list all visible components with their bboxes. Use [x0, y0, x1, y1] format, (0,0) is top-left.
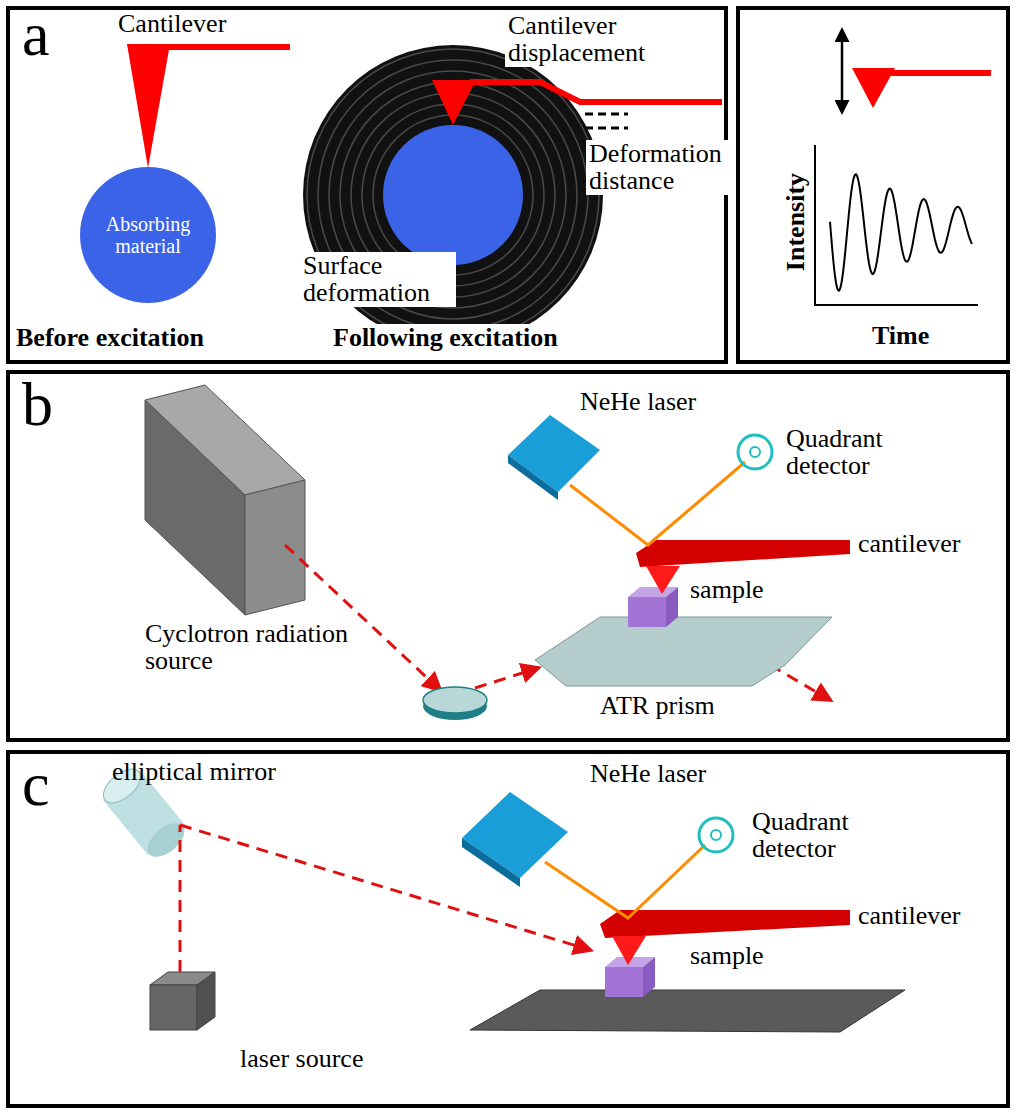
quadrant-detector: [738, 435, 772, 469]
laser-source: [197, 972, 215, 1030]
absorbing-material: [383, 125, 523, 265]
part-label: Cyclotron radiation source: [145, 620, 385, 675]
part-label: Deformation distance: [586, 140, 730, 195]
cantilever-oscillating: [852, 68, 991, 108]
deformation-rings: [373, 115, 533, 275]
laser-source: [150, 985, 197, 1030]
damped-wave: [830, 174, 972, 290]
panel-frame: [8, 752, 1008, 1106]
sample: [605, 957, 655, 997]
part-label: Time: [872, 322, 929, 349]
laser-beam: [545, 845, 705, 918]
part-label: sample: [690, 576, 764, 603]
part-label: Cantilever: [118, 10, 226, 37]
part-label: cantilever: [858, 902, 961, 929]
part-label: Following excitation: [330, 324, 561, 351]
sample: [628, 587, 678, 627]
cantilever-displaced: [432, 80, 722, 125]
panel-letter: b: [22, 372, 53, 437]
stage: [470, 990, 905, 1032]
part-label: Surface deformation: [300, 252, 456, 307]
cantilever-before: [127, 44, 290, 168]
laser-beam-red: [179, 825, 182, 972]
elliptical-mirror: [141, 817, 190, 864]
panel-frame: [738, 8, 1008, 362]
part-label: cantilever: [858, 530, 961, 557]
panel-letter: a: [22, 2, 50, 67]
axes: [815, 145, 978, 305]
atr-prism: [535, 617, 832, 686]
absorbing-circle: Absorbing material: [80, 167, 216, 303]
cantilever-displaced: [432, 80, 476, 125]
nehe-laser: [508, 415, 600, 500]
cantilever: [612, 936, 646, 965]
deformation-marker: [585, 127, 628, 130]
damped-wave: [830, 174, 972, 290]
mirror: [423, 687, 487, 720]
mirror: [423, 687, 487, 713]
nehe-laser: [508, 455, 558, 500]
cantilever-oscillating: [852, 68, 895, 108]
part-label: Quadrant detector: [786, 425, 916, 480]
panel-frame: [8, 372, 1008, 740]
part-label: Quadrant detector: [752, 808, 882, 863]
sample: [643, 957, 655, 997]
quadrant-detector: [750, 447, 760, 457]
nehe-laser: [462, 792, 568, 887]
quadrant-detector: [699, 818, 733, 852]
part-label: NeHe laser: [590, 760, 706, 787]
cyclotron-source: [145, 385, 305, 615]
panel-frame: [8, 8, 1008, 1106]
part-label: Cantilever displacement: [505, 12, 681, 67]
axis-label: Intensity: [782, 173, 809, 271]
node-label: Absorbing material: [93, 213, 203, 257]
cantilever: [636, 540, 850, 567]
ir-beam: [475, 668, 538, 688]
deformation-marker: [585, 114, 628, 128]
part-label: elliptical mirror: [112, 758, 276, 785]
part-label: ATR prism: [600, 692, 715, 719]
cantilever-before: [127, 44, 170, 168]
sample: [605, 967, 643, 997]
laser-source: [150, 972, 215, 1030]
cantilever: [600, 910, 850, 938]
double-arrow: [841, 30, 844, 112]
cyclotron-source: [145, 400, 245, 615]
part-label: NeHe laser: [580, 388, 696, 415]
part-label: Before excitation: [16, 324, 204, 351]
cantilever-displaced: [470, 82, 722, 102]
panel-letter: c: [22, 752, 50, 817]
laser-beam: [570, 462, 745, 545]
part-label: sample: [690, 942, 764, 969]
part-label: laser source: [240, 1045, 363, 1072]
nehe-laser: [508, 415, 600, 492]
ir-beam: [770, 665, 830, 700]
deformation-marker: [585, 113, 628, 116]
nehe-laser: [462, 838, 520, 887]
cyclotron-source: [245, 480, 305, 615]
cantilever: [646, 566, 680, 594]
sample: [628, 597, 666, 627]
quadrant-detector: [738, 435, 772, 469]
quadrant-detector: [711, 830, 721, 840]
sample: [666, 587, 678, 627]
quadrant-detector: [699, 818, 733, 852]
ir-beam: [285, 545, 440, 690]
axes: [815, 145, 978, 305]
